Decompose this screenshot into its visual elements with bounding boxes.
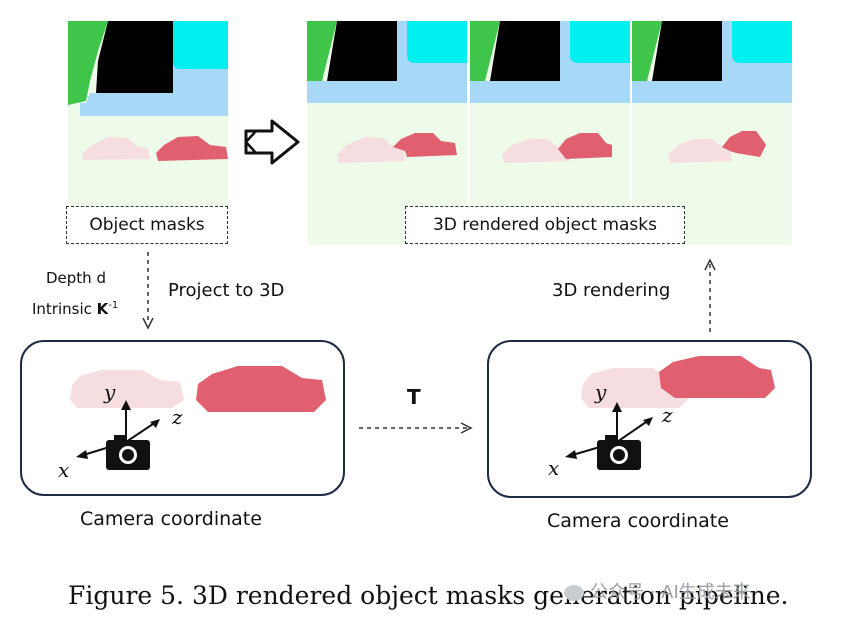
y-axis-label-left: y: [104, 380, 116, 404]
up-arrow: [704, 258, 716, 334]
hollow-arrow-icon: [244, 119, 300, 165]
object-masks-label: Object masks: [66, 206, 228, 244]
wechat-icon: [564, 585, 584, 601]
project-label: Project to 3D: [168, 280, 285, 301]
z-axis-label-right: z: [662, 403, 673, 427]
watermark: 公众号 · AI生成未来: [564, 578, 751, 604]
rendering-label: 3D rendering: [552, 280, 671, 301]
depth-label: Depth d: [46, 269, 106, 287]
camera-coordinate-right: Camera coordinate: [547, 510, 729, 532]
x-axis-label-left: x: [58, 458, 70, 482]
z-axis-label-left: z: [172, 405, 183, 429]
y-axis-label-right: y: [595, 380, 607, 404]
input-mask-panel: [68, 21, 228, 245]
intrinsic-k: K: [96, 300, 109, 318]
car-dark-icon: [156, 136, 228, 161]
camera-box-right: [487, 340, 812, 498]
intrinsic-label: Intrinsic K-1: [32, 300, 118, 318]
watermark-text: 公众号 · AI生成未来: [590, 582, 751, 603]
figure-caption: Figure 5. 3D rendered object masks gener…: [68, 581, 789, 610]
x-axis-label-right: x: [548, 456, 560, 480]
rendered-masks-label: 3D rendered object masks: [405, 206, 685, 244]
camera-box-left: [20, 340, 345, 496]
camera-coordinate-left: Camera coordinate: [80, 508, 262, 530]
intrinsic-text: Intrinsic: [32, 300, 97, 318]
down-arrow: [142, 252, 154, 330]
intrinsic-sup: -1: [108, 300, 119, 311]
transform-label: T: [407, 385, 421, 409]
transform-arrow: [359, 422, 473, 434]
car-light-icon: [83, 137, 150, 160]
